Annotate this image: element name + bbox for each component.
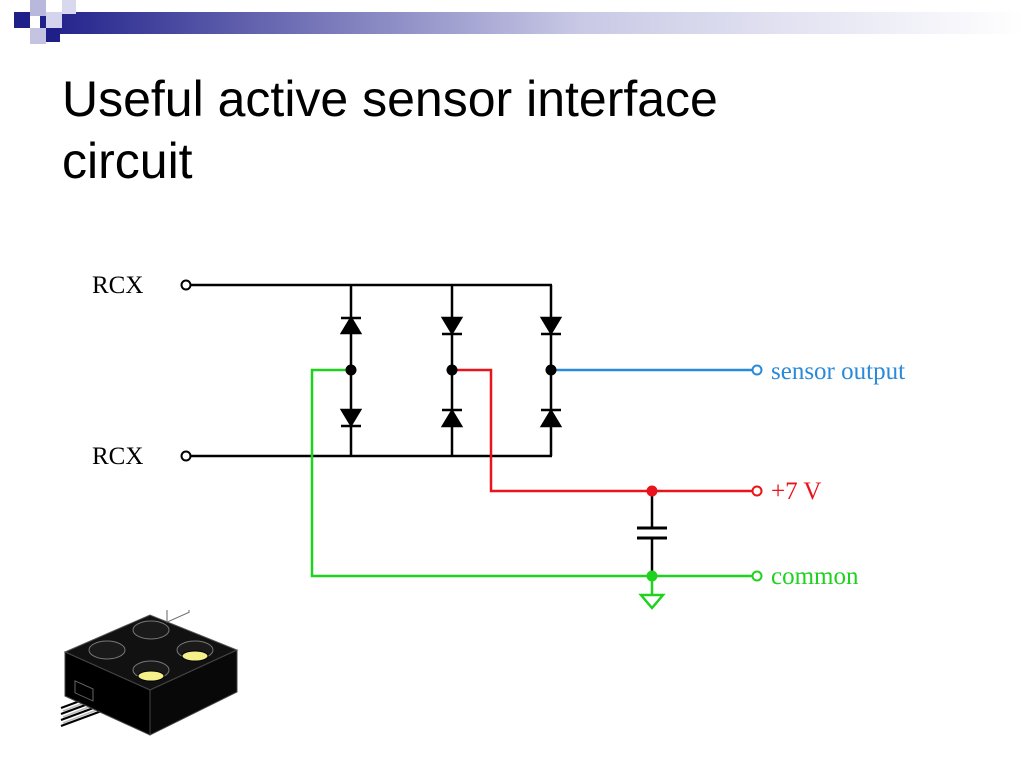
label-common: common xyxy=(771,563,859,590)
diode-2-upper xyxy=(440,316,464,336)
header-square-light-2 xyxy=(46,12,62,28)
lego-sensor-brick-icon xyxy=(60,610,239,736)
header-square-light-3 xyxy=(30,28,46,44)
header-gradient-strip xyxy=(40,12,1024,34)
junction-column-2 xyxy=(446,364,458,376)
header-decoration xyxy=(14,0,1024,44)
terminal-common xyxy=(751,570,763,582)
header-square-light-1 xyxy=(30,0,46,16)
slide-title: Useful active sensor interface circuit xyxy=(62,68,962,192)
diode-1-upper xyxy=(339,315,363,335)
diode-3-upper xyxy=(539,316,563,336)
ground-icon xyxy=(638,593,666,610)
label-plus-7v: +7 V xyxy=(771,478,821,505)
slide-title-line-1: Useful active sensor interface xyxy=(62,71,718,127)
header-square-navy-1 xyxy=(14,12,30,28)
stud-highlight-front xyxy=(137,670,165,682)
diode-2-lower xyxy=(440,408,464,428)
junction-column-3 xyxy=(545,364,557,376)
diode-3-lower xyxy=(539,408,563,428)
label-rcx-top: RCX xyxy=(92,272,143,299)
wire-common xyxy=(310,368,752,578)
slide-title-line-2: circuit xyxy=(62,133,193,189)
terminal-rcx-bottom xyxy=(180,450,192,462)
diodes xyxy=(339,315,563,428)
brick-side-slot-1 xyxy=(74,680,94,702)
diode-1-lower xyxy=(339,408,363,428)
stud-highlight-right xyxy=(181,650,209,662)
capacitor xyxy=(637,526,667,540)
junction-column-1 xyxy=(345,364,357,376)
terminal-plus-7v xyxy=(751,485,763,497)
label-sensor-output: sensor output xyxy=(771,358,905,385)
wire-plus-7v xyxy=(452,368,752,493)
terminal-rcx-top xyxy=(180,279,192,291)
black-wires xyxy=(190,283,654,576)
header-square-navy-2 xyxy=(46,28,60,42)
brick-right-face xyxy=(149,649,238,736)
header-square-light-4 xyxy=(62,0,76,14)
junction-plus-7v xyxy=(646,485,658,497)
terminal-sensor-output xyxy=(751,364,763,376)
label-rcx-bottom: RCX xyxy=(92,443,143,470)
brick-side-slot-2 xyxy=(166,610,190,623)
